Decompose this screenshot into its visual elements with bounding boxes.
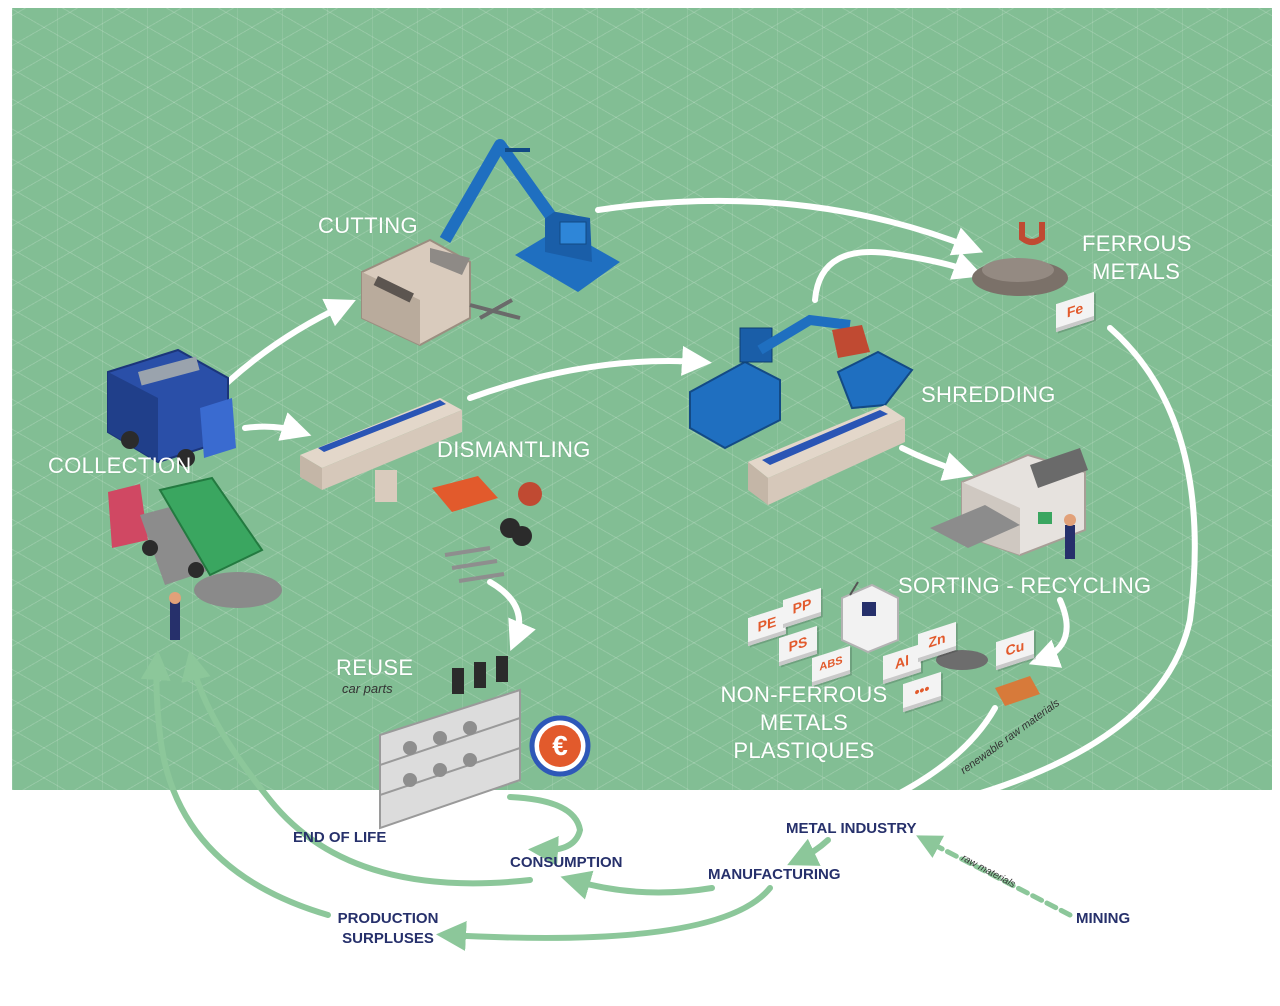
stage-reuse-subtitle: car parts: [342, 681, 393, 696]
label-end-of-life: END OF LIFE: [293, 829, 387, 846]
arrow-consumption-to-collection: [181, 650, 533, 887]
stage-sorting-recycling: SORTING - RECYCLING: [898, 573, 1152, 598]
stage-dismantling: DISMANTLING: [437, 437, 591, 462]
stage-collection: COLLECTION: [48, 453, 192, 478]
stage-nonferrous-line3: PLASTIQUES: [733, 738, 875, 763]
process-arrows: [225, 197, 1198, 827]
shredder-illustration: [689, 314, 914, 505]
arrow-mining-to-metal: [916, 835, 1073, 918]
sorting-machine-illustration: [930, 448, 1088, 559]
stage-reuse: REUSE: [336, 655, 414, 680]
ferrous-pile-illustration: [972, 222, 1068, 296]
arrow-collection-to-dismantling: [242, 412, 312, 441]
dismantling-line-illustration: [300, 398, 542, 583]
euro-icon: €: [552, 730, 568, 761]
label-metal-industry: METAL INDUSTRY: [786, 820, 917, 837]
arrow-dismantling-to-shredding: [467, 345, 712, 401]
stage-cutting: CUTTING: [318, 213, 418, 238]
stage-ferrous-line1: FERROUS: [1082, 231, 1192, 256]
stage-nonferrous-line2: METALS: [759, 710, 849, 735]
stage-shredding: SHREDDING: [921, 382, 1056, 407]
arrow-reuse-to-consumption: [507, 794, 584, 866]
arrow-shredding-to-sorting: [899, 445, 974, 481]
arrow-surpluses-to-collection: [140, 650, 331, 918]
arrow-ferrous-to-metal-industry: [883, 325, 1198, 827]
label-consumption: CONSUMPTION: [510, 854, 623, 871]
arrow-cutting-to-ferrous: [595, 197, 984, 256]
label-production-line2: SURPLUSES: [342, 930, 434, 947]
label-mining: MINING: [1076, 910, 1131, 927]
lifecycle-arrows: [140, 650, 1073, 951]
stage-ferrous-line2: METALS: [1092, 259, 1181, 284]
arrow-collection-to-cutting: [225, 298, 356, 385]
green-isometric-panel: [12, 8, 1272, 790]
arrow-nonferrous-to-metal-industry: [848, 705, 998, 819]
arrow-manufacturing-to-consumption: [560, 870, 715, 900]
arrow-dismantling-to-reuse: [487, 579, 536, 652]
arrow-shredding-to-ferrous: [812, 249, 984, 303]
reuse-rack-illustration: [379, 656, 591, 830]
label-manufacturing: MANUFACTURING: [708, 866, 841, 883]
arrow-manufacturing-to-surpluses: [436, 885, 773, 951]
nonferrous-illustration: [841, 581, 1040, 706]
collection-trucks-illustration: [107, 348, 282, 640]
cutting-machine-illustration: [361, 139, 620, 347]
arrow-sorting-to-copper: [1028, 597, 1070, 668]
arrow-metal-to-manufacturing: [787, 837, 831, 866]
label-production-line1: PRODUCTION: [337, 910, 439, 927]
stage-nonferrous-line1: NON-FERROUS: [720, 682, 888, 707]
